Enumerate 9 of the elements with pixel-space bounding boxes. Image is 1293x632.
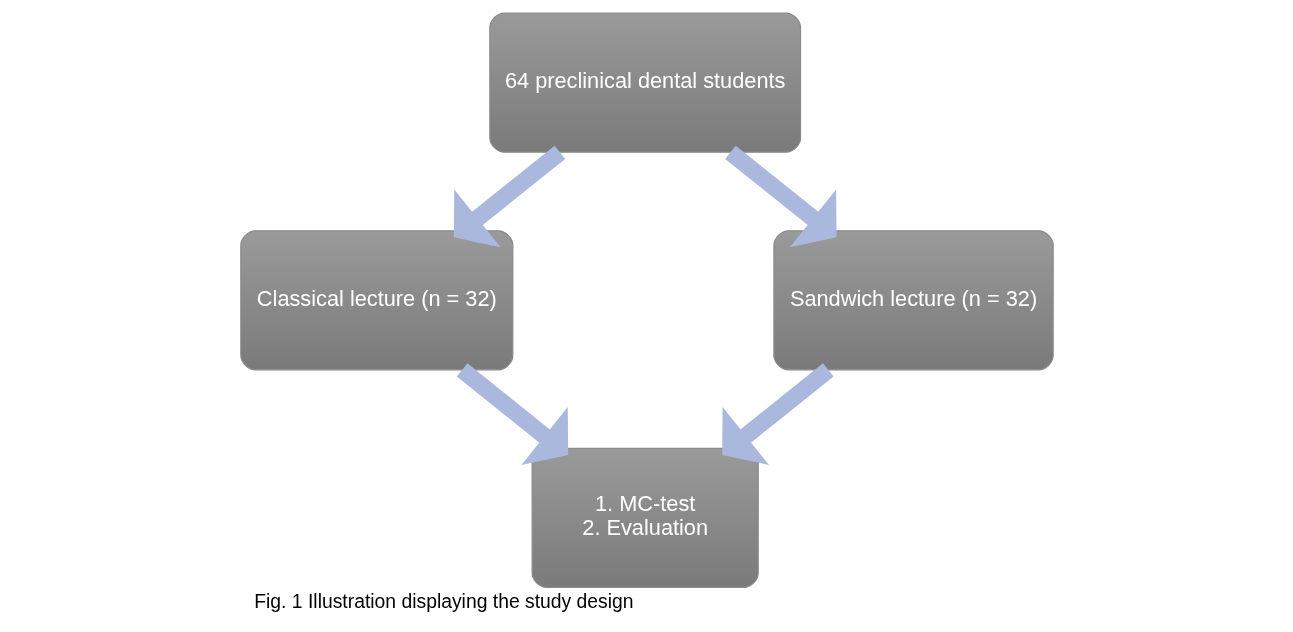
arrow bbox=[724, 145, 837, 248]
arrow bbox=[721, 363, 834, 465]
arrow bbox=[453, 145, 565, 248]
node-box: 64 preclinical dental students bbox=[488, 12, 801, 153]
arrow bbox=[456, 363, 568, 465]
node-box: 1. MC-test 2. Evaluation bbox=[531, 447, 759, 588]
node-box: Classical lecture (n = 32) bbox=[239, 230, 513, 371]
node-box: Sandwich lecture (n = 32) bbox=[772, 230, 1054, 371]
caption: Fig. 1 Illustration displaying the study design bbox=[253, 589, 634, 612]
